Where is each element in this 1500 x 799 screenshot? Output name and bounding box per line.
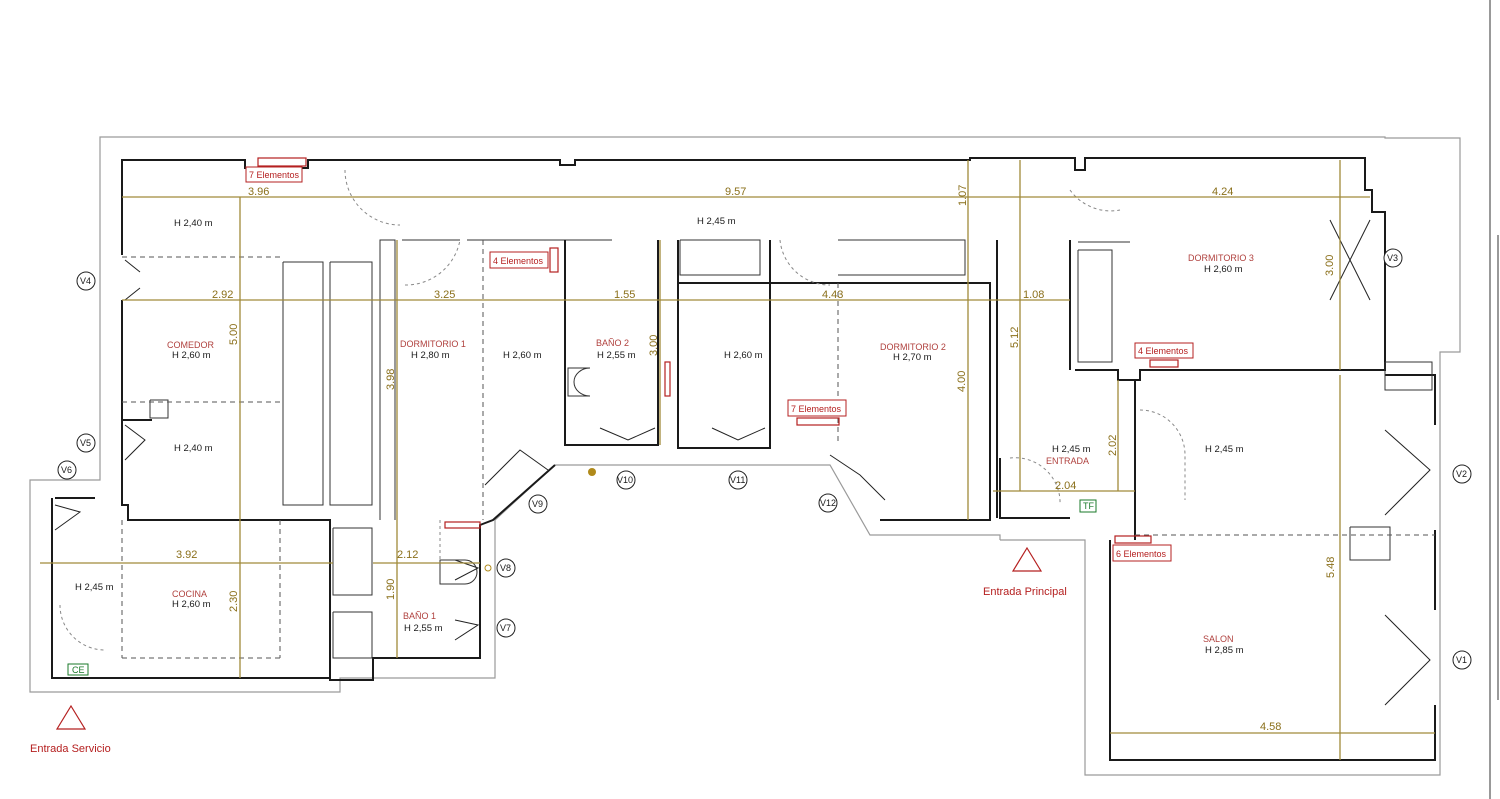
dim-1-55: 1.55 [614,289,635,301]
marker-icon [588,468,596,476]
tag-tf: TF [1083,501,1094,511]
window-v11: V11 [730,475,745,485]
elements-label-d2: 7 Elementos [791,404,842,414]
outer-boundary [29,136,1461,776]
dim-3-98: 3.98 [385,369,397,390]
element-boxes [245,166,1194,562]
dim-4-00: 4.00 [956,371,968,392]
toilet-icon-2 [439,559,478,585]
window-v12: V12 [820,498,836,508]
height-hall-mid: H 2,60 m [724,350,763,361]
room-name-cocina: COCINA [172,589,207,599]
dim-3-25: 3.25 [434,289,455,301]
dim-5-00: 5.00 [228,324,240,345]
height-comedor: H 2,60 m [172,350,211,361]
toilet-icon [567,367,591,397]
dim-4-43: 4.43 [822,289,843,301]
dim-2-30: 2.30 [228,591,240,612]
dim-4-24: 4.24 [1212,186,1233,198]
dim-1-08: 1.08 [1023,289,1044,301]
window-leaves [54,219,1431,706]
height-dormitorio-1: H 2,80 m [411,350,450,361]
tf-box [1079,499,1097,513]
height-dormitorio-3: H 2,60 m [1204,264,1243,275]
dim-2-92: 2.92 [212,289,233,301]
window-v9: V9 [532,499,543,509]
height-salon: H 2,85 m [1205,645,1244,656]
radiators [257,157,1179,544]
window-markers [57,248,1472,670]
height-comedor-top: H 2,40 m [174,218,213,229]
room-name-bano-2: BAÑO 2 [596,338,629,348]
height-cocina: H 2,60 m [172,599,211,610]
dim-1-07: 1.07 [957,185,969,206]
window-v2: V2 [1456,469,1467,479]
dim-5-12: 5.12 [1009,327,1021,348]
window-v4: V4 [80,276,91,286]
window-v1: V1 [1456,655,1467,665]
entry-triangle-icon [1011,546,1043,572]
elements-label-comedor: 7 Elementos [249,170,300,180]
height-cocina-left: H 2,45 m [75,582,114,593]
elements-label-d1: 4 Elementos [493,256,544,266]
room-name-dormitorio-2: DORMITORIO 2 [880,342,946,352]
dim-3-96: 3.96 [248,186,269,198]
height-comedor-low: H 2,40 m [174,443,213,454]
room-name-comedor: COMEDOR [167,340,215,350]
window-v7: V7 [500,623,511,633]
room-name-salon: SALON [1203,634,1234,644]
dim-3-00-a: 3.00 [648,335,660,356]
elements-label-salon: 6 Elementos [1116,549,1167,559]
entrada-servicio-label: Entrada Servicio [30,743,111,755]
dim-1-90: 1.90 [385,579,397,600]
height-hall-right: H 2,45 m [1205,444,1244,455]
height-d1-right: H 2,60 m [503,350,542,361]
dim-2-04: 2.04 [1055,480,1076,492]
entrada-principal-label: Entrada Principal [983,586,1067,598]
dim-3-92: 3.92 [176,549,197,561]
ce-box [67,663,89,676]
window-v10: V10 [617,475,633,485]
room-name-entrada: ENTRADA [1046,456,1089,466]
height-dormitorio-2: H 2,70 m [893,352,932,363]
marker-icon-2 [484,564,492,572]
window-v8: V8 [500,563,511,573]
dim-4-58: 4.58 [1260,721,1281,733]
dim-5-48: 5.48 [1325,557,1337,578]
window-v6: V6 [61,465,72,475]
height-bano-2: H 2,55 m [597,350,636,361]
dim-3-00-b: 3.00 [1324,255,1336,276]
room-name-dormitorio-3: DORMITORIO 3 [1188,253,1254,263]
elements-label-d3: 4 Elementos [1138,346,1189,356]
room-name-dormitorio-1: DORMITORIO 1 [400,339,466,349]
exterior-walls [51,157,1436,761]
interior-walls [121,239,1433,659]
room-name-bano-1: BAÑO 1 [403,611,436,621]
height-entrada: H 2,45 m [1052,444,1091,455]
height-bano-1: H 2,55 m [404,623,443,634]
dim-2-02: 2.02 [1107,435,1119,456]
dimension-lines [40,160,1435,760]
door-swings [59,169,1186,651]
dim-2-12: 2.12 [397,549,418,561]
window-v5: V5 [80,438,91,448]
service-entry-triangle-icon [55,704,87,730]
height-pasillo: H 2,45 m [697,216,736,227]
window-v3: V3 [1387,253,1398,263]
tag-ce: CE [72,665,85,675]
dim-9-57: 9.57 [725,186,746,198]
